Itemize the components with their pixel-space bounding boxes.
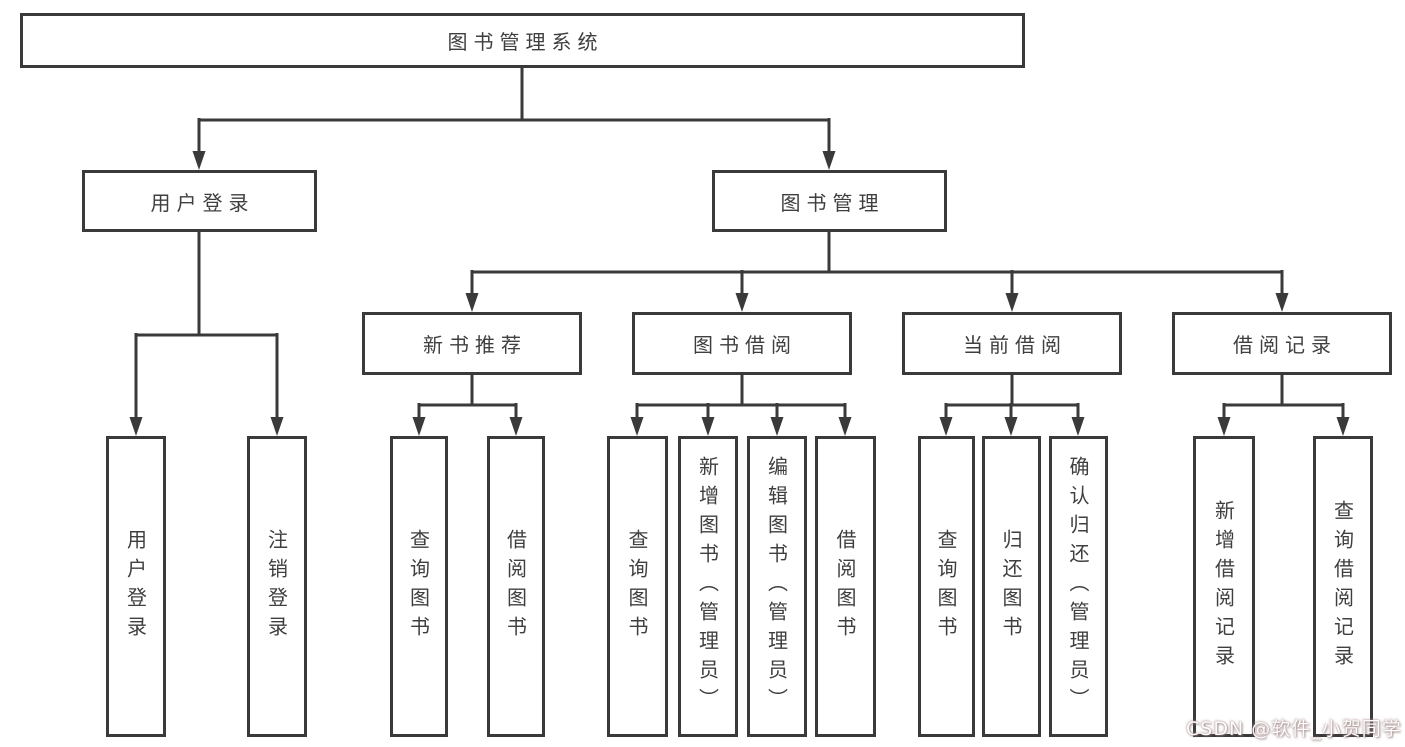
leaf-label: 归还图书 [999, 528, 1023, 645]
leaf-cb-return-books: 归还图书 [982, 436, 1041, 737]
leaf-bb-edit-book-admin: 编辑图书（管理员） [747, 436, 807, 737]
leaf-label: 新增借阅记录 [1211, 499, 1236, 674]
node-new-book-recommend: 新书推荐 [362, 312, 582, 375]
leaf-label: 用户登录 [123, 528, 148, 645]
csdn-watermark: CSDN @软件_小贺同学 [1186, 718, 1402, 740]
arrowheads [129, 151, 1350, 436]
leaf-cb-query-books: 查询图书 [918, 436, 975, 737]
leaf-br-query-record: 查询借阅记录 [1313, 436, 1373, 737]
leaf-label: 查询图书 [934, 528, 958, 645]
leaf-label: 借阅图书 [503, 528, 528, 645]
leaf-label: 确认归还（管理员） [1066, 456, 1090, 717]
leaf-label: 查询图书 [625, 528, 649, 645]
node-label: 用户登录 [150, 190, 255, 215]
leaf-nbr-borrow-books: 借阅图书 [487, 436, 545, 737]
leaf-br-add-record: 新增借阅记录 [1193, 436, 1255, 737]
node-root-library-system: 图书管理系统 [20, 13, 1025, 68]
leaf-cb-confirm-return-admin: 确认归还（管理员） [1049, 436, 1108, 737]
leaf-label: 借阅图书 [833, 528, 857, 645]
tree-edges [134, 68, 1345, 419]
leaf-label: 注销登录 [264, 528, 289, 645]
leaf-nbr-query-books: 查询图书 [390, 436, 448, 737]
node-label: 借阅记录 [1233, 333, 1337, 357]
leaf-label: 编辑图书（管理员） [764, 456, 789, 717]
node-book-management: 图书管理 [712, 170, 947, 232]
leaf-bb-add-book-admin: 新增图书（管理员） [678, 436, 738, 737]
leaf-bb-query-books: 查询图书 [607, 436, 668, 737]
node-book-borrow: 图书借阅 [632, 312, 852, 375]
node-label: 图书管理系统 [447, 30, 604, 54]
leaf-bb-borrow-books: 借阅图书 [815, 436, 876, 737]
node-label: 图书管理 [780, 190, 885, 215]
leaf-user-login: 用户登录 [106, 436, 166, 737]
node-label: 当前借阅 [963, 333, 1067, 357]
leaf-label: 查询借阅记录 [1330, 499, 1355, 674]
leaf-label: 查询图书 [406, 528, 431, 645]
node-current-borrow: 当前借阅 [902, 312, 1122, 375]
node-borrow-records: 借阅记录 [1172, 312, 1392, 375]
leaf-label: 新增图书（管理员） [695, 456, 720, 717]
node-user-login: 用户登录 [82, 170, 317, 232]
node-label: 新书推荐 [423, 333, 527, 357]
node-label: 图书借阅 [693, 333, 797, 357]
leaf-logout: 注销登录 [247, 436, 307, 737]
